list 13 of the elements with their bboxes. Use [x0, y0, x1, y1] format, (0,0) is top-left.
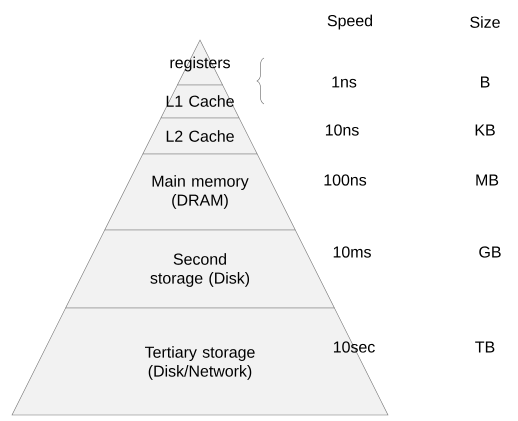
table-text: 1ns: [332, 76, 356, 88]
table-text: TB: [475, 342, 494, 352]
table-text: 10sec: [334, 341, 375, 353]
table-text: B: [481, 76, 490, 88]
table-text: MB: [476, 174, 498, 186]
table-text: Size: [470, 16, 500, 28]
table-text: 10ns: [326, 124, 359, 136]
pyramid-band: Second storage (Disk): [65, 230, 335, 308]
table-text: Speed: [328, 14, 372, 30]
table-text: GB: [479, 246, 501, 258]
table-text: KB: [476, 124, 495, 136]
table-text: 10ms: [334, 246, 371, 258]
table-text: 100ns: [324, 174, 366, 186]
